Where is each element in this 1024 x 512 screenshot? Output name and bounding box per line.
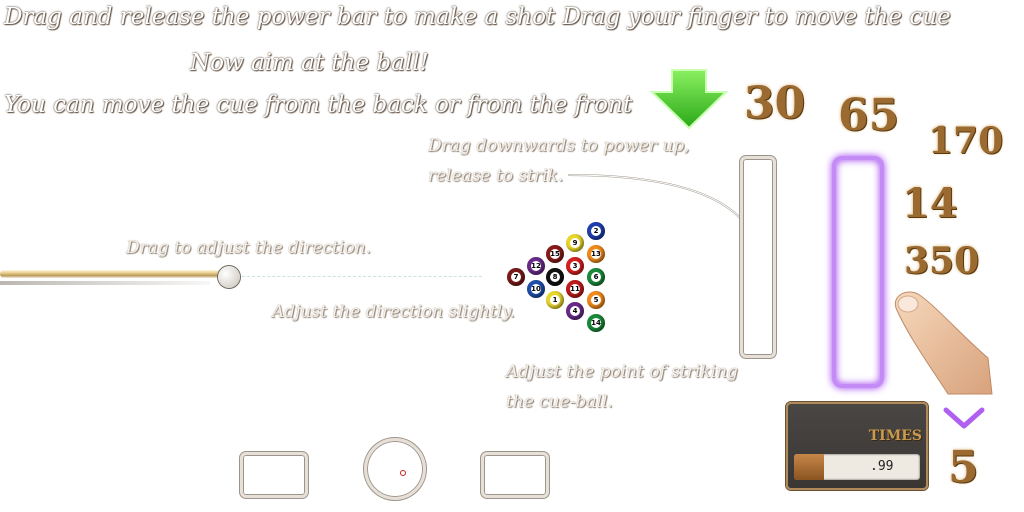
ball-6: 6 (587, 268, 605, 286)
ball-15: 15 (546, 245, 564, 263)
cue-stick[interactable] (0, 270, 222, 278)
times-panel: TIMES .99 (786, 402, 928, 490)
finger-hand-icon (894, 291, 993, 395)
chevron-down-icon[interactable] (942, 404, 986, 432)
power-hint-line-1: Drag downwards to power up, (428, 136, 690, 156)
arrow-down-icon (650, 69, 728, 130)
times-value: .99 (870, 459, 894, 474)
cue-stick-shadow (0, 281, 210, 285)
number-30: 30 (744, 78, 806, 129)
times-bar: .99 (794, 454, 920, 480)
power-hint-line-2: release to strik. (428, 166, 564, 186)
number-5: 5 (948, 442, 979, 493)
ball-13: 13 (587, 245, 605, 263)
ball-rack: 2 9 13 15 3 6 12 8 11 7 10 1 5 4 14 (505, 220, 615, 335)
aim-guide-line (242, 276, 482, 277)
cue-ball[interactable] (218, 266, 240, 288)
number-350: 350 (904, 240, 980, 282)
fine-direction-hint: Adjust the direction slightly. (272, 302, 515, 322)
number-14: 14 (902, 180, 958, 227)
ball-4: 4 (566, 302, 584, 320)
times-bar-fill (794, 454, 824, 480)
number-170: 170 (928, 120, 1004, 162)
power-bar[interactable] (740, 156, 776, 358)
direction-hint: Drag to adjust the direction. (126, 238, 371, 258)
instruction-line-2: Now aim at the ball! (190, 50, 429, 76)
ball-12: 12 (527, 257, 545, 275)
spin-hint-line-1: Adjust the point of striking (506, 362, 738, 382)
ball-8: 8 (546, 268, 564, 286)
instruction-line-1: Drag and release the power bar to make a… (4, 4, 951, 30)
ball-14: 14 (587, 314, 605, 332)
ball-11: 11 (566, 280, 584, 298)
left-adjust-button[interactable] (240, 452, 308, 498)
cue-ball-spin-control[interactable] (364, 438, 426, 500)
ball-1: 1 (546, 291, 564, 309)
number-65: 65 (838, 90, 900, 141)
ball-2: 2 (587, 222, 605, 240)
times-label: TIMES (868, 428, 922, 444)
ball-5: 5 (587, 291, 605, 309)
power-hint-connector (567, 174, 743, 221)
spin-hint-line-2: the cue-ball. (506, 392, 613, 412)
right-adjust-button[interactable] (481, 452, 549, 498)
ball-10: 10 (527, 280, 545, 298)
power-slider-neon[interactable] (832, 156, 884, 388)
ball-9: 9 (566, 234, 584, 252)
ball-3: 3 (566, 257, 584, 275)
instruction-line-3: You can move the cue from the back or fr… (4, 92, 633, 118)
spin-point-marker[interactable] (400, 470, 406, 476)
ball-7: 7 (507, 268, 525, 286)
